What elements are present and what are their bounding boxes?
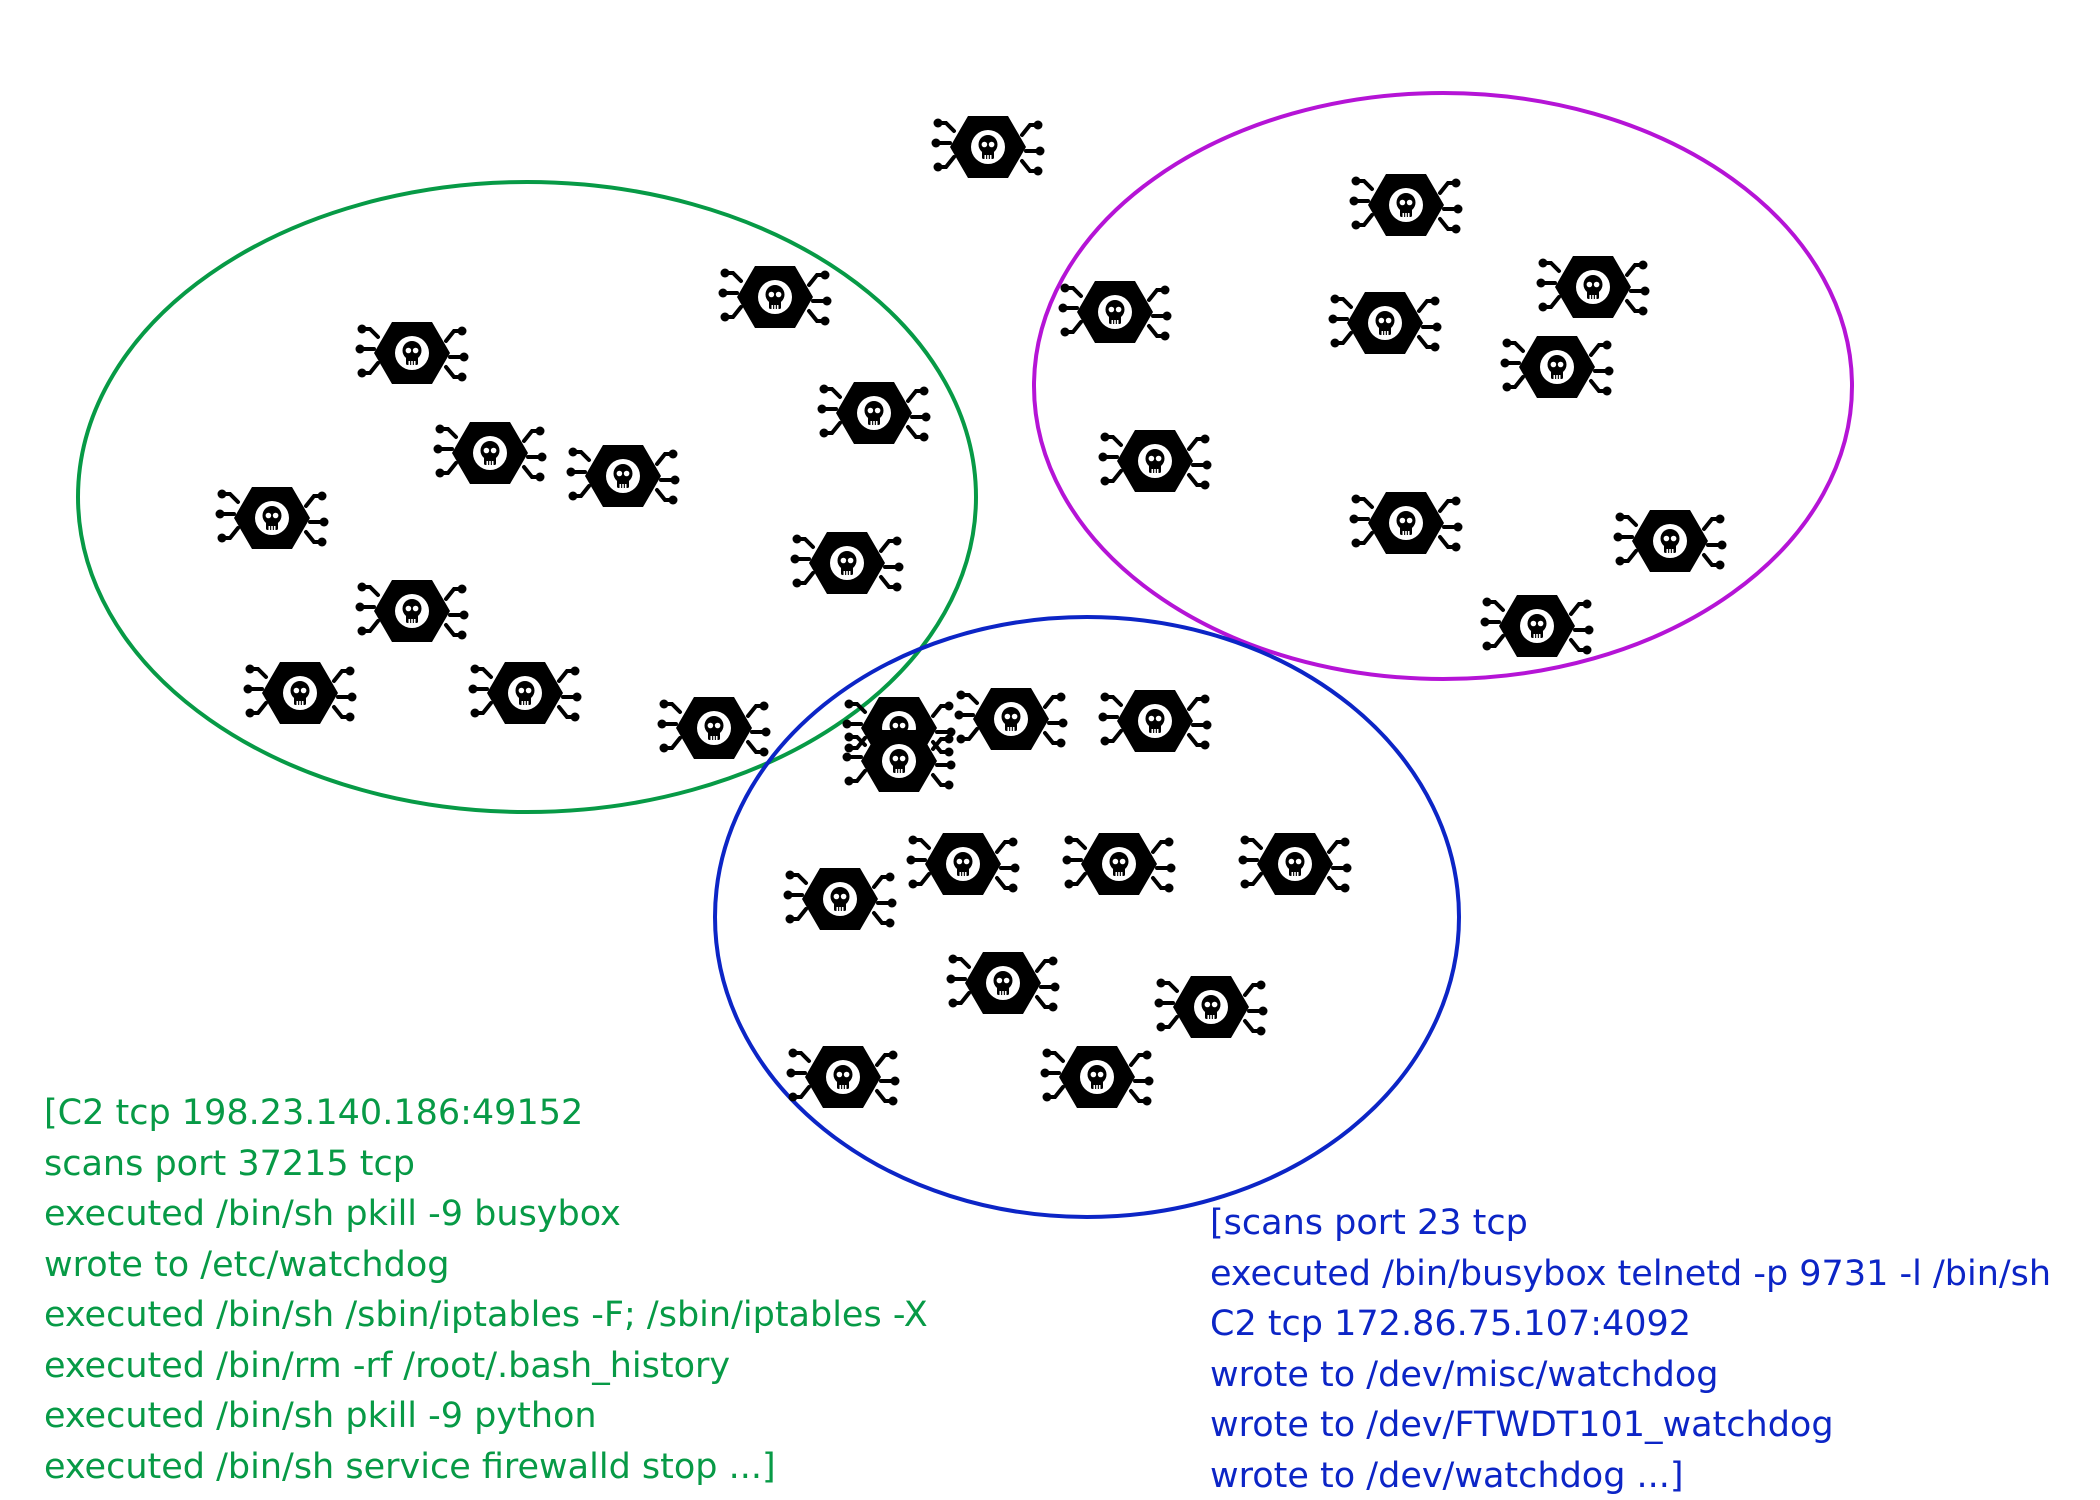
blue-cluster-activity-log: [scans port 23 tcp executed /bin/busybox … — [1210, 1198, 2051, 1500]
infected-bot-icon — [788, 530, 906, 596]
infected-bot-icon — [840, 728, 958, 794]
green-log-line: scans port 37215 tcp — [44, 1143, 415, 1184]
infected-bot-icon — [815, 380, 933, 446]
blue-log-line: executed /bin/busybox telnetd -p 9731 -l… — [1210, 1253, 2052, 1294]
cluster-rings — [76, 91, 1854, 1219]
infected-bot-icon — [655, 695, 773, 761]
green-log-line: executed /bin/sh pkill -9 busybox — [44, 1194, 621, 1234]
bot-nodes — [213, 114, 1729, 1110]
green-log-line: executed /bin/sh pkill -9 python — [44, 1396, 597, 1436]
infected-bot-icon — [716, 264, 834, 330]
blue-log-line: wrote to /dev/watchdog ...] — [1210, 1455, 1684, 1496]
infected-bot-icon — [1326, 290, 1444, 356]
infected-bot-icon — [241, 660, 359, 726]
infected-bot-icon — [1096, 428, 1214, 494]
green-log-line: executed /bin/sh service firewalld stop … — [44, 1446, 776, 1487]
infected-bot-icon — [1534, 254, 1652, 320]
infected-bot-icon — [929, 114, 1047, 180]
infected-bot-icon — [1236, 831, 1354, 897]
blue-log-line: wrote to /dev/FTWDT101_watchdog — [1210, 1405, 1834, 1445]
infected-bot-icon — [353, 578, 471, 644]
infected-bot-icon — [213, 485, 331, 551]
green-log-line: executed /bin/sh /sbin/iptables -F; /sbi… — [44, 1295, 928, 1335]
infected-bot-icon — [353, 320, 471, 386]
infected-bot-icon — [1056, 279, 1174, 345]
infected-bot-icon — [1498, 334, 1616, 400]
infected-bot-icon — [1038, 1044, 1156, 1110]
blue-cluster-ring — [713, 615, 1461, 1219]
blue-log-line: [scans port 23 tcp — [1210, 1203, 1528, 1243]
infected-bot-icon — [466, 660, 584, 726]
infected-bot-icon — [781, 866, 899, 932]
infected-bot-icon — [952, 686, 1070, 752]
blue-log-line: wrote to /dev/misc/watchdog — [1210, 1354, 1719, 1395]
green-log-line: [C2 tcp 198.23.140.186:49152 — [44, 1093, 584, 1133]
purple-cluster-ring — [1032, 91, 1854, 681]
infected-bot-icon — [1096, 688, 1214, 754]
infected-bot-icon — [1152, 974, 1270, 1040]
green-log-line: executed /bin/rm -rf /root/.bash_history — [44, 1345, 731, 1386]
green-log-line: wrote to /etc/watchdog — [44, 1244, 450, 1285]
infected-bot-icon — [944, 950, 1062, 1016]
infected-bot-icon — [431, 420, 549, 486]
infected-bot-icon — [904, 831, 1022, 897]
infected-bot-icon — [1060, 831, 1178, 897]
green-cluster-ring — [76, 180, 978, 814]
infected-bot-icon — [1347, 172, 1465, 238]
infected-bot-icon — [1478, 593, 1596, 659]
infected-bot-icon — [564, 443, 682, 509]
green-cluster-activity-log: [C2 tcp 198.23.140.186:49152 scans port 3… — [44, 1088, 928, 1492]
infected-bot-icon — [1611, 508, 1729, 574]
blue-log-line: C2 tcp 172.86.75.107:4092 — [1210, 1304, 1692, 1344]
infected-bot-icon — [1347, 490, 1465, 556]
